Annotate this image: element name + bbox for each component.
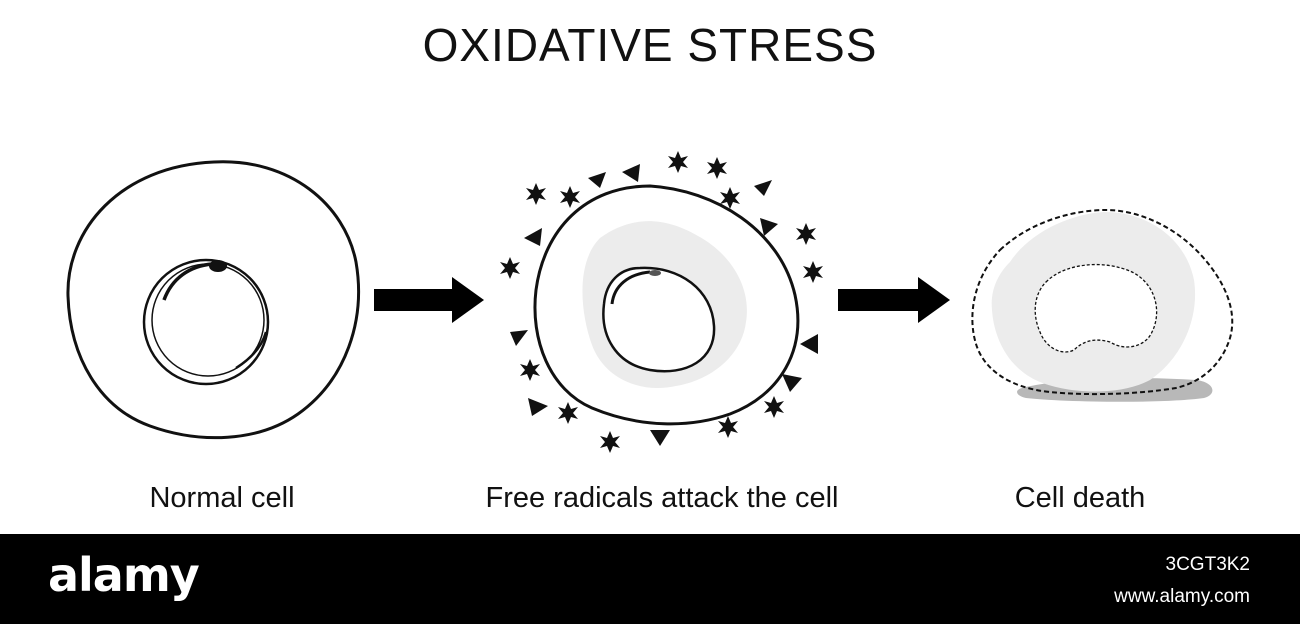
caption-cell-death: Cell death (1014, 482, 1146, 514)
caption-normal-cell: Normal cell (149, 482, 295, 514)
radical-triangle (782, 374, 802, 392)
dead-cell (971, 208, 1234, 402)
radical-triangle (650, 430, 670, 446)
radical-star (560, 186, 580, 208)
normal-nucleolus (209, 260, 227, 272)
attacked-nucleolus (649, 270, 661, 276)
radical-triangle (510, 330, 528, 346)
radical-star (803, 261, 823, 283)
radical-triangle (760, 218, 778, 236)
attacked-cell-nucleus (602, 266, 716, 373)
radical-star (600, 431, 620, 453)
arrow-2 (838, 277, 950, 323)
radical-star (500, 257, 520, 279)
oxidative-stress-diagram (66, 151, 1234, 453)
radical-star (718, 416, 738, 438)
radical-star (764, 396, 784, 418)
radical-star (558, 402, 578, 424)
image-id: 3CGT3K2 (1165, 554, 1250, 575)
arrow-1 (374, 277, 484, 323)
normal-nucleus-shade (235, 331, 268, 370)
attacked-nucleus-highlight (610, 270, 651, 305)
free-radicals-triangles (510, 164, 818, 446)
stock-footer-bar: alamy 3CGT3K2 www.alamy.com (0, 534, 1300, 624)
radical-triangle (754, 180, 772, 196)
radical-star (520, 359, 540, 381)
caption-free-radicals: Free radicals attack the cell (485, 482, 839, 514)
diagram-title: OXIDATIVE STRESS (422, 19, 878, 71)
site-url: www.alamy.com (1114, 586, 1250, 607)
radical-triangle (800, 334, 818, 354)
radical-star (796, 223, 816, 245)
dead-cell-nucleus (1034, 263, 1158, 353)
dead-cell-membrane (971, 208, 1234, 396)
radical-star (526, 183, 546, 205)
radical-triangle (528, 398, 548, 416)
normal-cell-nucleus (142, 258, 270, 386)
normal-cell (66, 160, 360, 440)
brand-logo: alamy (48, 548, 200, 602)
radical-star (668, 151, 688, 173)
radical-star (707, 157, 727, 179)
radical-triangle (588, 172, 606, 188)
attacked-cell (533, 184, 800, 426)
normal-nucleus-highlight (162, 262, 213, 301)
radical-triangle (622, 164, 640, 182)
radical-triangle (524, 228, 542, 246)
